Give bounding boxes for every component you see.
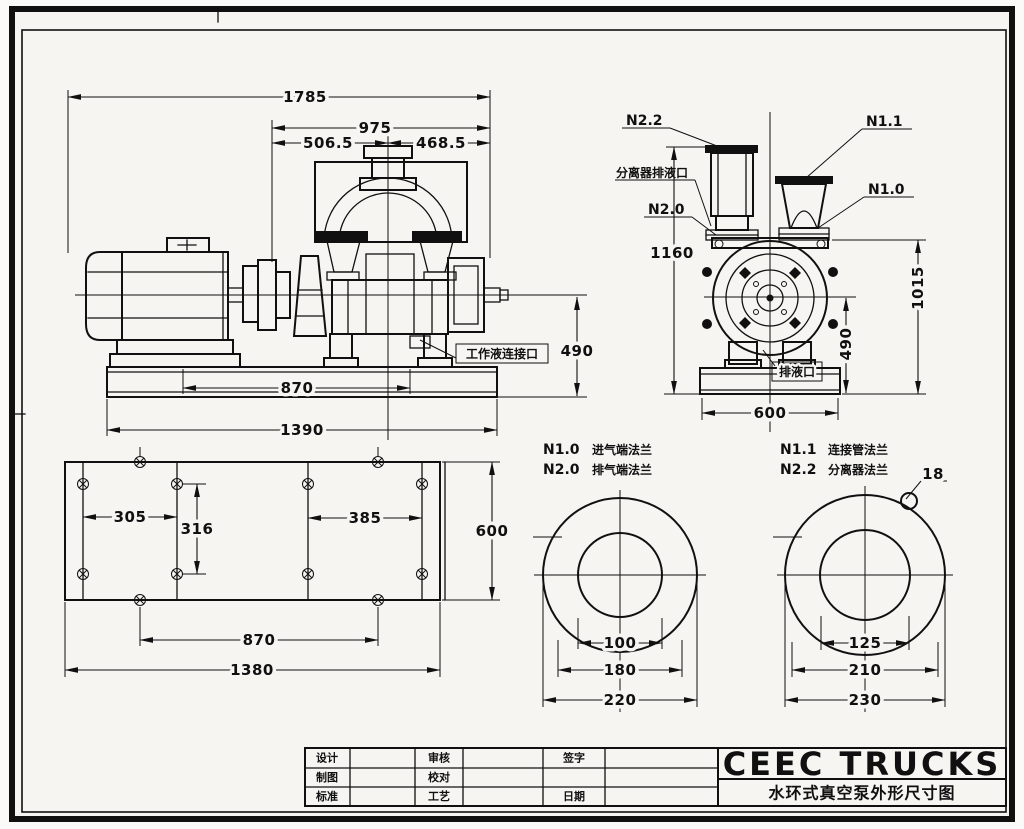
dim-upper-width: 975 bbox=[359, 119, 392, 137]
field-review: 审核 bbox=[428, 751, 450, 765]
dim-plate-length: 1380 bbox=[230, 661, 274, 679]
bolt-hole bbox=[900, 492, 918, 510]
dim-outer: 230 bbox=[849, 691, 882, 709]
side-view-dimensions: 1785 975 506.5 468.5 490 870 1390 工作液连接口 bbox=[67, 85, 596, 443]
field-design: 设计 bbox=[316, 751, 338, 765]
dim-left-bolt-spacing: 305 bbox=[114, 508, 147, 526]
legend-code: N1.0 bbox=[543, 442, 580, 458]
dim-bolt-hole: 18 bbox=[922, 465, 944, 483]
legend-code: N2.0 bbox=[543, 462, 580, 478]
label-n20: N2.0 bbox=[648, 202, 685, 218]
legend-name: 连接管法兰 bbox=[828, 442, 888, 457]
field-date: 日期 bbox=[563, 789, 585, 803]
dim-outer: 220 bbox=[604, 691, 637, 709]
dim-foot-span: 870 bbox=[281, 379, 314, 397]
left-port-flange bbox=[315, 231, 368, 241]
right-port-flange bbox=[412, 231, 462, 241]
legend-name: 排气端法兰 bbox=[592, 462, 652, 477]
legend-name: 进气端法兰 bbox=[592, 442, 652, 457]
pump-body-end bbox=[699, 237, 841, 395]
side-view: 1785 975 506.5 468.5 490 870 1390 工作液连接口 bbox=[67, 85, 596, 443]
base-plan-dimensions: 305 316 385 600 870 1380 bbox=[64, 461, 511, 683]
dim-plate-width: 600 bbox=[476, 522, 509, 540]
separator-column bbox=[705, 145, 759, 241]
dim-separator-height: 1160 bbox=[650, 244, 694, 262]
label-separator-drain-port: 分离器排液口 bbox=[616, 165, 688, 180]
label-box bbox=[455, 343, 549, 364]
dim-base-length: 1390 bbox=[280, 421, 324, 439]
brand-logo-text: CEEC TRUCKS bbox=[723, 745, 1002, 783]
legend-name: 分离器法兰 bbox=[828, 462, 888, 477]
field-standard: 标准 bbox=[315, 789, 338, 803]
flange-left-legend: N1.0 进气端法兰 N2.0 排气端法兰 bbox=[540, 439, 655, 481]
dim-right-bolt-spacing: 385 bbox=[349, 509, 382, 527]
label-box bbox=[771, 361, 823, 382]
working-liquid-port bbox=[409, 335, 431, 349]
dim-bolt-span: 870 bbox=[243, 631, 276, 649]
inner-border bbox=[21, 29, 1007, 813]
anchor-bolts bbox=[77, 447, 428, 606]
dim-cross-bolt-spacing: 316 bbox=[181, 520, 214, 538]
legend-code: N2.2 bbox=[780, 462, 817, 478]
dim-overall-length: 1785 bbox=[283, 88, 327, 106]
field-proofread: 校对 bbox=[428, 770, 450, 784]
end-view: N2.2 N1.1 N1.0 N2.0 分离器排液口 排液口 1160 bbox=[614, 110, 931, 432]
title-block-border bbox=[304, 747, 1007, 807]
base-plan-view: 305 316 385 600 870 1380 bbox=[64, 447, 511, 683]
flange-right-dimensions: 125 210 230 bbox=[784, 578, 946, 713]
dim-base-width: 600 bbox=[754, 404, 787, 422]
label-n10: N1.0 bbox=[868, 182, 905, 198]
dim-upper-right: 468.5 bbox=[416, 134, 466, 152]
field-signature: 签字 bbox=[562, 751, 585, 765]
flange-right-legend: N1.1 连接管法兰 N2.2 分离器法兰 bbox=[777, 439, 891, 481]
dim-bolt-circle: 180 bbox=[604, 661, 637, 679]
flange-detail-left: N1.0 进气端法兰 N2.0 排气端法兰 100 180 220 bbox=[533, 439, 706, 713]
label-drain-port: 排液口 bbox=[779, 364, 815, 379]
terminal-box bbox=[166, 237, 210, 253]
flange-left-dimensions: 100 180 220 bbox=[542, 578, 698, 713]
dim-upper-left: 506.5 bbox=[303, 134, 353, 152]
dim-bolt-circle: 210 bbox=[849, 661, 882, 679]
field-process: 工艺 bbox=[428, 789, 450, 803]
title-block: 设计 审核 签字 制图 校对 标准 工艺 日期 CEEC TRUCKS 水环式真… bbox=[304, 745, 1007, 807]
flange-detail-right: N1.1 连接管法兰 N2.2 分离器法兰 18 125 210 230 bbox=[773, 439, 953, 713]
label-n11: N1.1 bbox=[866, 114, 903, 130]
dim-end-shaft-height: 490 bbox=[837, 328, 855, 361]
dim-bore: 100 bbox=[604, 634, 637, 652]
label-n22: N2.2 bbox=[626, 113, 663, 129]
coupling bbox=[242, 255, 328, 337]
dim-shaft-height: 490 bbox=[561, 342, 594, 360]
title-block-fields: 设计 审核 签字 制图 校对 标准 工艺 日期 bbox=[315, 751, 585, 804]
drawing-title: 水环式真空泵外形尺寸图 bbox=[768, 784, 955, 803]
dim-bore: 125 bbox=[849, 634, 882, 652]
end-view-dimensions: 1160 1015 490 600 bbox=[647, 146, 931, 426]
dim-overall-height: 1015 bbox=[909, 266, 927, 310]
legend-code: N1.1 bbox=[780, 442, 817, 458]
field-drafting: 制图 bbox=[316, 770, 338, 784]
pump-casing bbox=[314, 145, 509, 368]
label-working-liquid-port: 工作液连接口 bbox=[466, 346, 538, 361]
base-frame bbox=[106, 366, 498, 398]
